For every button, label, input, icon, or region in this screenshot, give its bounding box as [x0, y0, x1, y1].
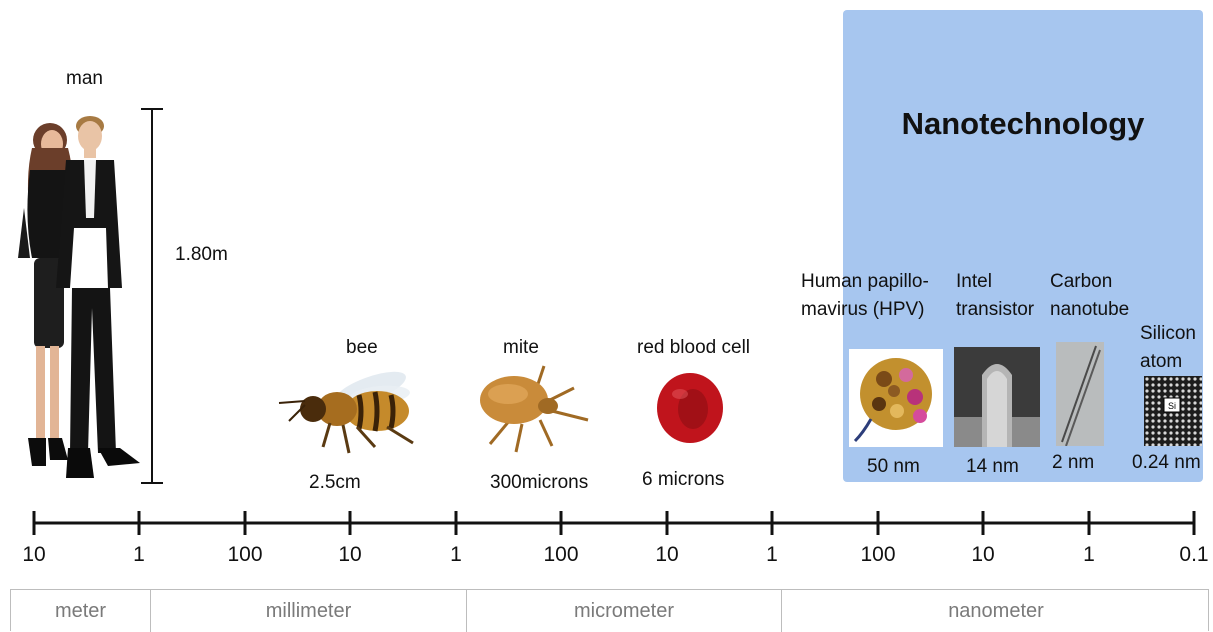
intel-transistor-image [954, 347, 1040, 447]
scale-tick-label: 1 [450, 543, 462, 567]
carbon-nanotube-size-label: 2 nm [1052, 452, 1094, 475]
red-blood-cell-image [650, 368, 730, 448]
unit-micrometer: micrometer [467, 590, 782, 632]
nanotechnology-title: Nanotechnology [843, 106, 1203, 142]
units-row: meter millimeter micrometer nanometer [10, 589, 1209, 631]
red-blood-cell-label: red blood cell [637, 337, 750, 360]
unit-meter: meter [11, 590, 151, 632]
hpv-size-label: 50 nm [867, 456, 920, 479]
man-size-label: 1.80m [175, 244, 228, 267]
silicon-symbol: Si [1168, 401, 1176, 411]
silicon-atom-image: Si [1144, 376, 1202, 446]
unit-millimeter: millimeter [151, 590, 467, 632]
intel-transistor-size-label: 14 nm [966, 456, 1019, 479]
mite-size-label: 300microns [490, 472, 588, 495]
red-blood-cell-size-label: 6 microns [642, 469, 724, 492]
scale-tick-label: 1 [1083, 543, 1095, 567]
mite-label: mite [503, 337, 539, 360]
intel-transistor-label: Intel transistor [956, 268, 1034, 324]
scale-tick-label: 10 [971, 543, 994, 567]
scale-axis [0, 505, 1213, 541]
mite-image [470, 362, 595, 457]
silicon-atom-label: Silicon atom [1140, 320, 1196, 376]
man-label: man [66, 68, 103, 91]
carbon-nanotube-image [1056, 342, 1104, 446]
hpv-label: Human papillo- mavirus (HPV) [801, 268, 929, 324]
scale-tick-label: 100 [543, 543, 578, 567]
scale-tick-label: 1 [133, 543, 145, 567]
bee-image [275, 365, 420, 460]
scale-tick-label: 10 [338, 543, 361, 567]
man-woman-image [10, 108, 145, 488]
scale-tick-label: 10 [22, 543, 45, 567]
bee-size-label: 2.5cm [309, 472, 361, 495]
scale-tick-label: 0.1 [1179, 543, 1208, 567]
unit-nanometer: nanometer [782, 590, 1210, 632]
height-bracket [140, 108, 170, 486]
carbon-nanotube-label: Carbon nanotube [1050, 268, 1129, 324]
scale-tick-label: 100 [227, 543, 262, 567]
bee-label: bee [346, 337, 378, 360]
scale-tick-label: 1 [766, 543, 778, 567]
hpv-image [849, 349, 943, 447]
silicon-atom-size-label: 0.24 nm [1132, 452, 1201, 475]
scale-tick-label: 100 [860, 543, 895, 567]
scale-tick-label: 10 [655, 543, 678, 567]
